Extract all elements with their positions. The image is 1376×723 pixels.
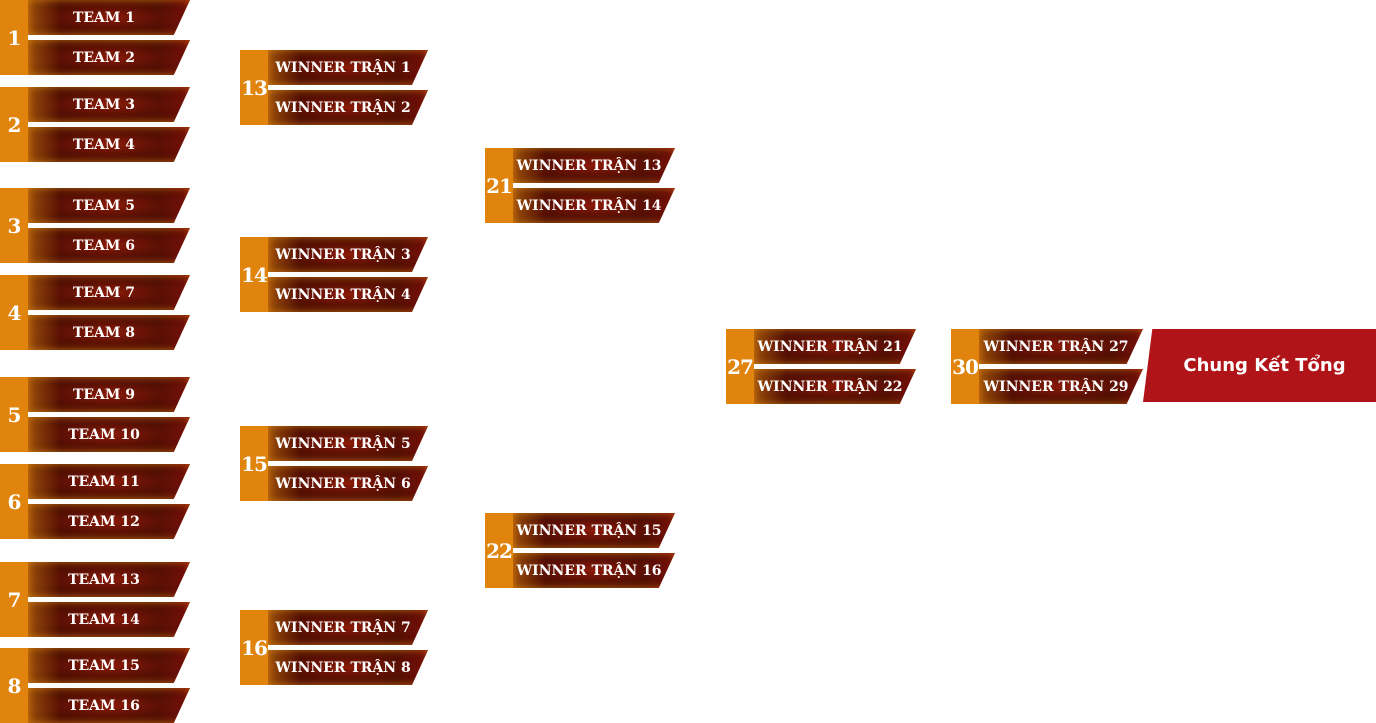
team-slot[interactable]: TEAM 8 [28,315,190,350]
match-number: 6 [0,464,28,539]
winner-slot[interactable]: WINNER TRẬN 3 [268,237,428,272]
match-number: 27 [726,329,754,404]
team-label: TEAM 7 [72,284,136,301]
winner-slot[interactable]: WINNER TRẬN 8 [268,650,428,685]
match-number: 7 [0,562,28,637]
match-14: 14 WINNER TRẬN 3 WINNER TRẬN 4 [240,237,428,312]
winner-label: WINNER TRẬN 5 [275,435,411,452]
team-label: TEAM 12 [68,513,140,530]
team-slot[interactable]: TEAM 16 [28,688,190,723]
team-slot[interactable]: TEAM 15 [28,648,190,683]
winner-slot[interactable]: WINNER TRẬN 6 [268,466,428,501]
match-7: 7 TEAM 13 TEAM 14 [0,562,190,637]
winner-slot[interactable]: WINNER TRẬN 5 [268,426,428,461]
team-label: TEAM 16 [68,697,140,714]
team-slot[interactable]: TEAM 2 [28,40,190,75]
winner-slot[interactable]: WINNER TRẬN 7 [268,610,428,645]
team-slot[interactable]: TEAM 11 [28,464,190,499]
team-label: TEAM 15 [68,657,140,674]
team-label: TEAM 9 [72,386,136,403]
winner-label: WINNER TRẬN 15 [516,522,662,539]
team-slot[interactable]: TEAM 14 [28,602,190,637]
match-3: 3 TEAM 5 TEAM 6 [0,188,190,263]
team-slot[interactable]: TEAM 1 [28,0,190,35]
match-number: 4 [0,275,28,350]
winner-label: WINNER TRẬN 16 [516,562,662,579]
match-number: 1 [0,0,28,75]
match-number: 3 [0,188,28,263]
winner-label: WINNER TRẬN 14 [516,197,662,214]
match-30: 30 WINNER TRẬN 27 WINNER TRẬN 29 [951,329,1143,404]
match-number: 5 [0,377,28,452]
winner-slot[interactable]: WINNER TRẬN 14 [513,188,675,223]
match-number: 14 [240,237,268,312]
match-5: 5 TEAM 9 TEAM 10 [0,377,190,452]
match-6: 6 TEAM 11 TEAM 12 [0,464,190,539]
team-slot[interactable]: TEAM 12 [28,504,190,539]
match-15: 15 WINNER TRẬN 5 WINNER TRẬN 6 [240,426,428,501]
match-16: 16 WINNER TRẬN 7 WINNER TRẬN 8 [240,610,428,685]
team-slot[interactable]: TEAM 6 [28,228,190,263]
team-slot[interactable]: TEAM 9 [28,377,190,412]
winner-slot[interactable]: WINNER TRẬN 27 [979,329,1143,364]
match-number: 16 [240,610,268,685]
team-label: TEAM 5 [72,197,136,214]
team-slot[interactable]: TEAM 4 [28,127,190,162]
winner-label: WINNER TRẬN 2 [275,99,411,116]
grand-final-banner[interactable]: Chung Kết Tổng [1143,329,1376,402]
winner-label: WINNER TRẬN 1 [275,59,411,76]
winner-slot[interactable]: WINNER TRẬN 2 [268,90,428,125]
match-number: 8 [0,648,28,723]
winner-label: WINNER TRẬN 27 [983,338,1129,355]
winner-label: WINNER TRẬN 3 [275,246,411,263]
team-label: TEAM 10 [68,426,140,443]
match-1: 1 TEAM 1 TEAM 2 [0,0,190,75]
team-label: TEAM 2 [72,49,136,66]
match-number: 13 [240,50,268,125]
team-slot[interactable]: TEAM 3 [28,87,190,122]
match-4: 4 TEAM 7 TEAM 8 [0,275,190,350]
match-number: 15 [240,426,268,501]
match-number: 22 [485,513,513,588]
team-label: TEAM 11 [68,473,140,490]
winner-slot[interactable]: WINNER TRẬN 22 [754,369,916,404]
team-label: TEAM 3 [72,96,136,113]
winner-slot[interactable]: WINNER TRẬN 15 [513,513,675,548]
team-slot[interactable]: TEAM 5 [28,188,190,223]
match-27: 27 WINNER TRẬN 21 WINNER TRẬN 22 [726,329,916,404]
winner-label: WINNER TRẬN 21 [757,338,903,355]
grand-final-label: Chung Kết Tổng [1183,355,1346,376]
match-13: 13 WINNER TRẬN 1 WINNER TRẬN 2 [240,50,428,125]
team-label: TEAM 4 [72,136,136,153]
winner-label: WINNER TRẬN 7 [275,619,411,636]
team-label: TEAM 6 [72,237,136,254]
match-22: 22 WINNER TRẬN 15 WINNER TRẬN 16 [485,513,675,588]
match-number: 21 [485,148,513,223]
match-21: 21 WINNER TRẬN 13 WINNER TRẬN 14 [485,148,675,223]
winner-label: WINNER TRẬN 29 [983,378,1129,395]
team-slot[interactable]: TEAM 7 [28,275,190,310]
team-label: TEAM 8 [72,324,136,341]
winner-slot[interactable]: WINNER TRẬN 16 [513,553,675,588]
match-number: 30 [951,329,979,404]
winner-label: WINNER TRẬN 8 [275,659,411,676]
team-label: TEAM 1 [72,9,136,26]
team-label: TEAM 13 [68,571,140,588]
winner-slot[interactable]: WINNER TRẬN 21 [754,329,916,364]
match-8: 8 TEAM 15 TEAM 16 [0,648,190,723]
winner-label: WINNER TRẬN 4 [275,286,411,303]
winner-slot[interactable]: WINNER TRẬN 29 [979,369,1143,404]
winner-slot[interactable]: WINNER TRẬN 13 [513,148,675,183]
winner-label: WINNER TRẬN 22 [757,378,903,395]
winner-slot[interactable]: WINNER TRẬN 1 [268,50,428,85]
winner-label: WINNER TRẬN 13 [516,157,662,174]
match-number: 2 [0,87,28,162]
team-label: TEAM 14 [68,611,140,628]
match-2: 2 TEAM 3 TEAM 4 [0,87,190,162]
team-slot[interactable]: TEAM 13 [28,562,190,597]
winner-label: WINNER TRẬN 6 [275,475,411,492]
team-slot[interactable]: TEAM 10 [28,417,190,452]
winner-slot[interactable]: WINNER TRẬN 4 [268,277,428,312]
